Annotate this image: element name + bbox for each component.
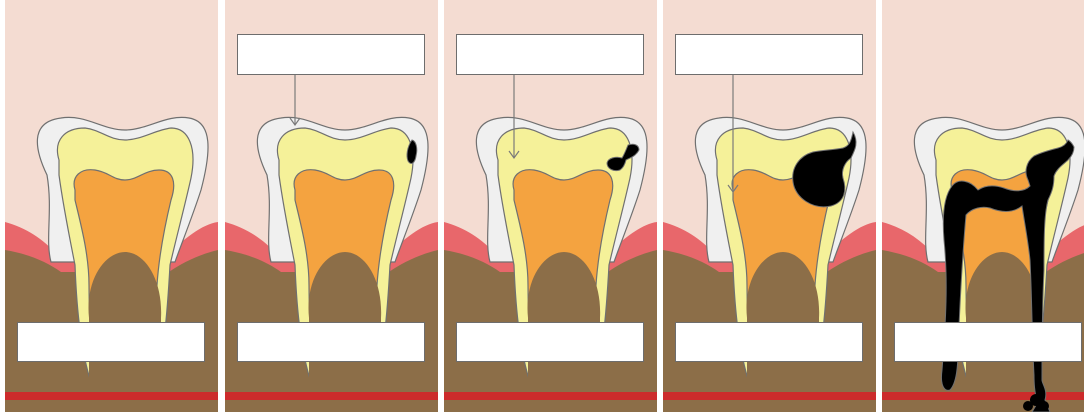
nerve-line <box>225 392 438 400</box>
stage-panel-2 <box>225 0 438 412</box>
stage-panel-1 <box>5 0 218 412</box>
nerve-line <box>882 392 1084 400</box>
top-label-box <box>237 34 425 75</box>
stage-panel-5 <box>882 0 1084 412</box>
stage-panel-4 <box>663 0 876 412</box>
bottom-label-box <box>894 322 1082 362</box>
top-label-box <box>675 34 863 75</box>
stage-panel-3 <box>444 0 657 412</box>
top-label-box <box>456 34 644 75</box>
abscess <box>1023 401 1033 411</box>
bottom-label-box <box>237 322 425 362</box>
nerve-line <box>5 392 218 400</box>
nerve-line <box>444 392 657 400</box>
bottom-label-box <box>456 322 644 362</box>
bottom-label-box <box>17 322 205 362</box>
bottom-label-box <box>675 322 863 362</box>
nerve-line <box>663 392 876 400</box>
abscess <box>1039 401 1049 411</box>
